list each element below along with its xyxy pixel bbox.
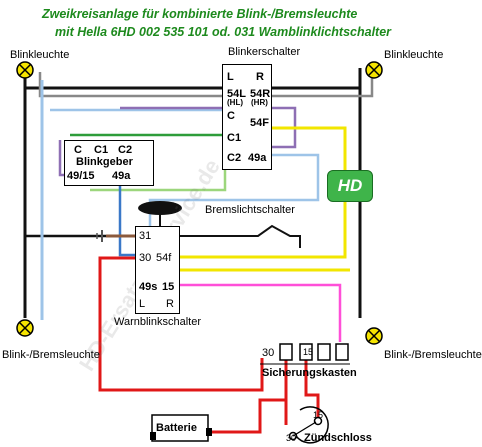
lamp-top-right-label: Blinkleuchte bbox=[384, 49, 444, 61]
bs-L: L bbox=[227, 71, 234, 83]
ignition-lock-icon bbox=[288, 406, 329, 444]
sk-30: 30 bbox=[262, 347, 275, 359]
wire-green-2 bbox=[90, 170, 227, 192]
wb-30: 30 bbox=[139, 252, 152, 264]
bs-54R: 54R bbox=[250, 88, 271, 100]
wb-31: 31 bbox=[139, 230, 152, 242]
battery-icon bbox=[150, 414, 212, 442]
wb-49s: 49s bbox=[139, 281, 158, 293]
bs-C2: C2 bbox=[227, 152, 242, 164]
lamp-top-left-label: Blinkleuchte bbox=[10, 49, 70, 61]
bs-R: R bbox=[256, 71, 264, 83]
wb-54f: 54f bbox=[156, 252, 172, 264]
fuse-icons bbox=[260, 343, 350, 365]
bremslichtschalter-label: Bremslichtschalter bbox=[205, 204, 295, 216]
lamp-bottom-left-label: Blink-/Bremsleuchte bbox=[2, 349, 100, 361]
bs-HL: (HL) bbox=[227, 98, 243, 107]
bg-name: Blinkgeber bbox=[76, 156, 133, 168]
title-line-2: mit Hella 6HD 002 535 101 od. 031 Wambli… bbox=[55, 25, 392, 39]
bg-C2: C2 bbox=[118, 144, 133, 156]
lamp-bottom-left-icon bbox=[16, 319, 34, 337]
lamp-top-right-icon bbox=[365, 61, 383, 79]
sicherungskasten-title: Sicherungskasten bbox=[262, 367, 357, 379]
zuendschloss-title: Zündschloss bbox=[304, 432, 372, 444]
wb-R: R bbox=[166, 298, 174, 310]
bg-C: C bbox=[74, 144, 82, 156]
lamp-bottom-right-icon bbox=[365, 327, 383, 345]
warnblinkschalter-title: Warnblinkschalter bbox=[114, 316, 202, 328]
bs-C: C bbox=[227, 110, 235, 122]
zs-15: 15 bbox=[313, 410, 324, 420]
batterie-label: Batterie bbox=[156, 422, 197, 434]
lamp-bottom-right-label: Blink-/Bremsleuchte bbox=[384, 349, 482, 361]
sk-15: 15 bbox=[303, 347, 314, 357]
wire-gray-top-right bbox=[270, 72, 374, 98]
wire-red-1 bbox=[98, 256, 264, 392]
wire-blue bbox=[118, 184, 135, 257]
blinkerschalter-box bbox=[222, 64, 272, 170]
zs-30: 30 bbox=[286, 433, 297, 443]
bs-54F: 54F bbox=[250, 117, 269, 129]
bg-49a: 49a bbox=[112, 170, 131, 182]
bs-49a: 49a bbox=[248, 152, 267, 164]
lamp-top-left-icon bbox=[16, 61, 34, 79]
bg-4915: 49/15 bbox=[67, 170, 95, 182]
wb-15: 15 bbox=[162, 281, 175, 293]
bs-HR: (HR) bbox=[251, 98, 268, 107]
wb-L: L bbox=[139, 298, 146, 310]
title-line-1: Zweikreisanlage für kombinierte Blink-/B… bbox=[42, 7, 358, 21]
wire-black-top bbox=[23, 68, 362, 90]
wire-pink bbox=[178, 283, 342, 342]
wire-red-2 bbox=[210, 358, 288, 434]
blinkgeber-box bbox=[64, 140, 154, 186]
bs-C1: C1 bbox=[227, 132, 242, 144]
brake-pedal-pad bbox=[138, 201, 182, 215]
bs-54L: 54L bbox=[227, 88, 246, 100]
blinkerschalter-title: Blinkerschalter bbox=[228, 46, 301, 58]
hd-logo: HD bbox=[327, 170, 373, 202]
warnblinkschalter-box bbox=[135, 226, 180, 314]
wire-gray-top-left bbox=[38, 72, 225, 98]
wire-brake bbox=[178, 224, 301, 248]
bg-C1: C1 bbox=[94, 144, 109, 156]
